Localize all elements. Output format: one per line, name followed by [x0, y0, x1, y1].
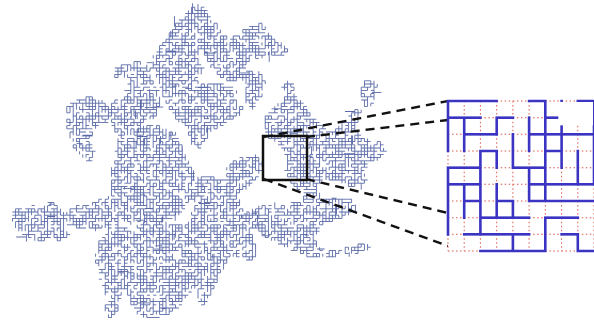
connector-line-3: [263, 177, 449, 248]
percolation-cluster: [11, 3, 387, 319]
zoom-empty-bonds: [447, 100, 594, 252]
zoom-connector-lines: [263, 99, 449, 248]
zoom-empty-region: [558, 102, 593, 126]
zoom-region-box: [261, 134, 309, 182]
zoom-panel-background: [448, 101, 594, 251]
zoomed-lattice-panel: [446, 99, 594, 253]
connector-line-2: [305, 118, 449, 139]
connector-line-1: [263, 99, 449, 139]
cluster-bonds: [11, 3, 387, 319]
zoom-occupied-bonds: [446, 99, 594, 253]
connector-line-4: [305, 177, 449, 215]
